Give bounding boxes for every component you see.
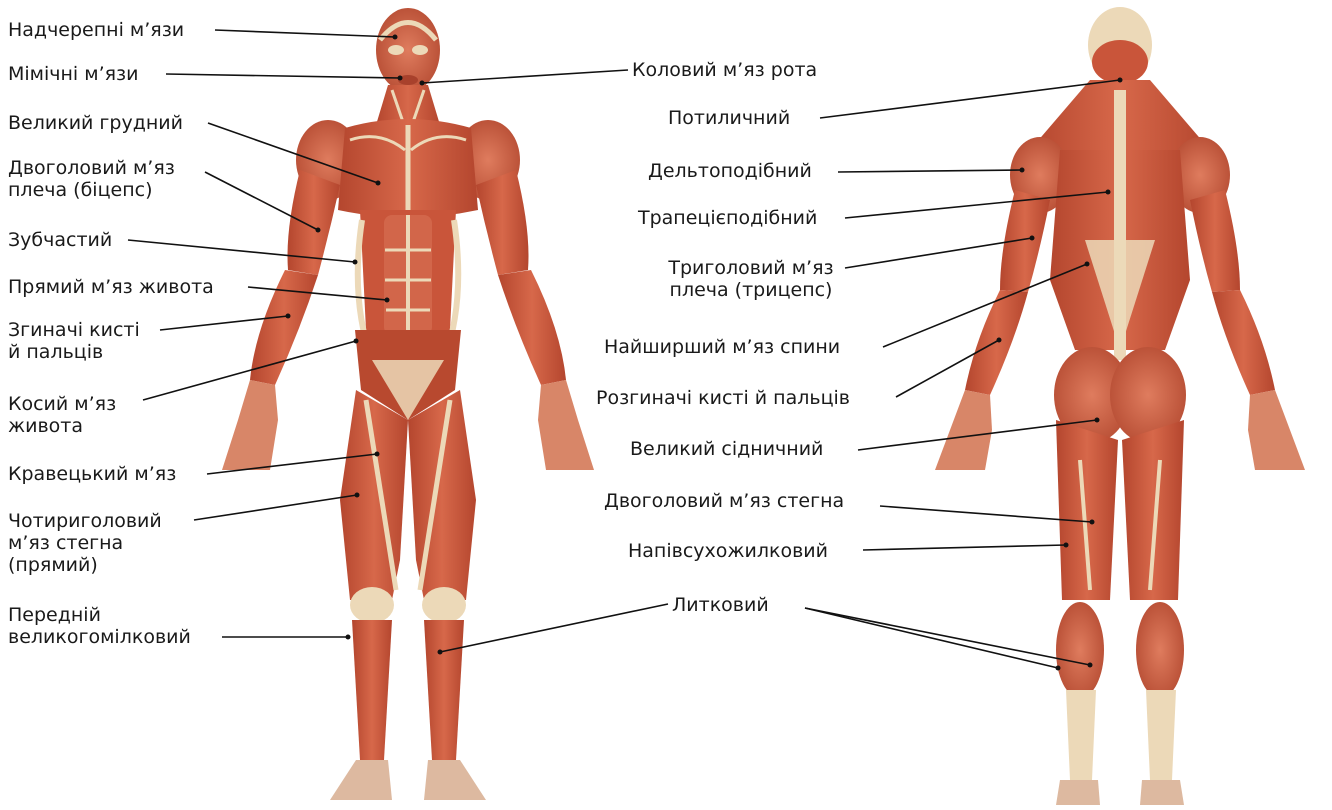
label-line: плеча (біцепс) xyxy=(8,179,175,201)
label-velykyi-sidnychnyi: Великий сідничний xyxy=(630,438,823,460)
label-kosyi: Косий м’яз живота xyxy=(8,393,116,437)
label-zgynachi: Згиначі кисті й пальців xyxy=(8,319,140,363)
label-line: живота xyxy=(8,415,116,437)
label-line: м’яз стегна xyxy=(8,532,162,554)
front-figure xyxy=(222,8,594,800)
label-trygolovyi: Триголовий м’яз плеча (трицепс) xyxy=(660,257,842,301)
label-line: Передній xyxy=(8,604,191,626)
label-line: Чотириголовий xyxy=(8,510,162,532)
label-kolovyi: Коловий м’яз рота xyxy=(632,59,817,81)
label-velykyi-grudnyi: Великий грудний xyxy=(8,112,183,134)
back-figure xyxy=(935,7,1305,805)
label-line: й пальців xyxy=(8,341,140,363)
label-kravetskyi: Кравецький м’яз xyxy=(8,463,176,485)
label-potylychnyi: Потиличний xyxy=(668,107,790,129)
label-dvogolovyi-stegna: Двоголовий м’яз стегна xyxy=(604,490,844,512)
label-line: Косий м’яз xyxy=(8,393,116,415)
label-pryamyi: Прямий м’яз живота xyxy=(8,276,214,298)
label-peredniy: Передній великогомілковий xyxy=(8,604,191,648)
label-rozgynachi: Розгиначі кисті й пальців xyxy=(596,387,850,409)
label-dvogolovyi-plecha: Двоголовий м’яз плеча (біцепс) xyxy=(8,157,175,201)
label-line: Триголовий м’яз xyxy=(660,257,842,279)
label-line: плеча (трицепс) xyxy=(660,279,842,301)
label-nadcherepni: Надчерепні м’язи xyxy=(8,19,184,41)
label-deltopodibnyi: Дельтоподібний xyxy=(648,160,812,182)
label-line: великогомілковий xyxy=(8,626,191,648)
label-chotyrygolovyi: Чотириголовий м’яз стегна (прямий) xyxy=(8,510,162,576)
label-lytkovyi: Литковий xyxy=(672,594,769,616)
label-line: Двоголовий м’яз xyxy=(8,157,175,179)
label-mimichni: Мімічні м’язи xyxy=(8,63,139,85)
label-line: Згиначі кисті xyxy=(8,319,140,341)
label-nayshyrshyi: Найширший м’яз спини xyxy=(604,336,840,358)
label-napivsukhozhylkovyi: Напівсухожилковий xyxy=(628,540,828,562)
label-line: (прямий) xyxy=(8,554,162,576)
label-zubchastyi: Зубчастий xyxy=(8,229,112,251)
label-trapetsiepodibnyi: Трапецієподібний xyxy=(638,207,817,229)
